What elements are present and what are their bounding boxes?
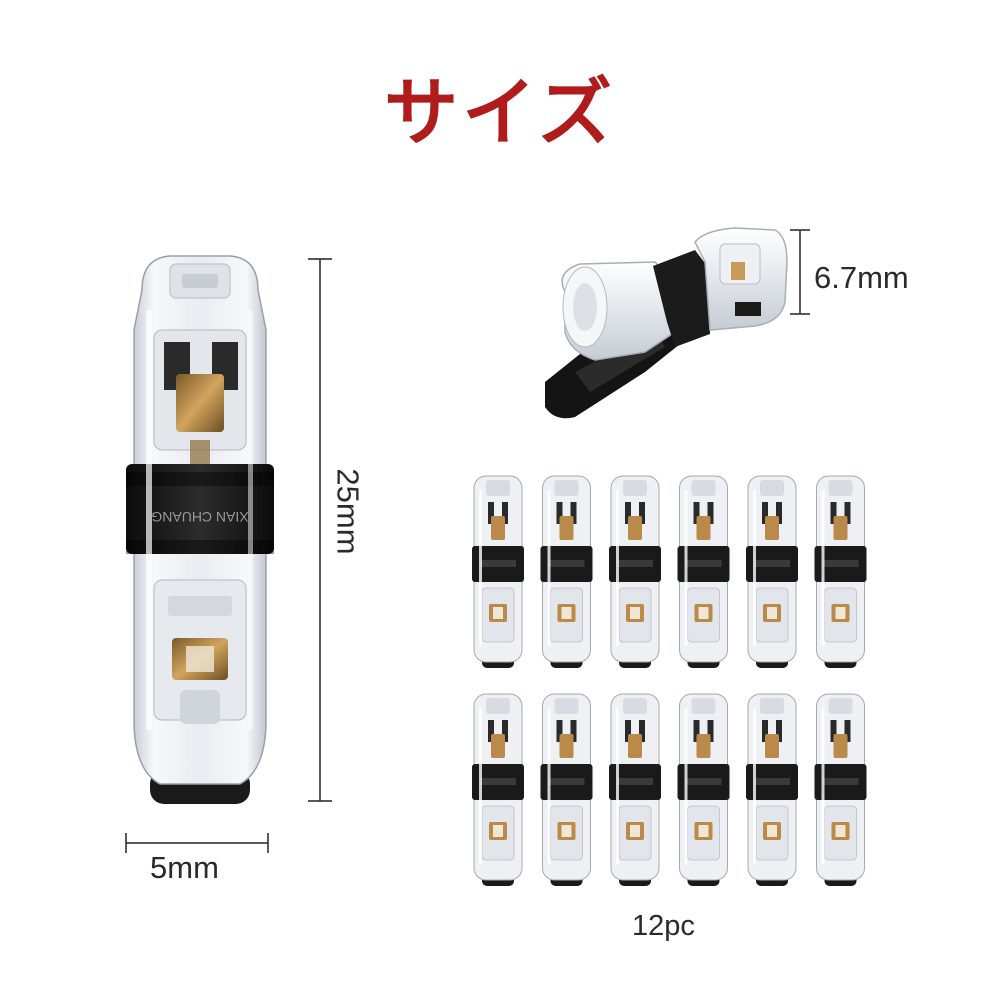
connector-thumbnail [540,475,593,668]
connector-front-view: XIAN CHUANG [126,255,274,804]
height-dimension-line [790,229,810,315]
connector-thumbnail [746,475,798,668]
connector-thumbnail [472,475,524,668]
connector-thumbnail [609,693,661,886]
connector-side-view [545,227,788,419]
connector-thumbnail [472,693,524,886]
connector-thumbnail [746,693,798,886]
connector-print-text: XIAN CHUANG [151,509,248,525]
quantity-label: 12pc [632,910,695,942]
length-dimension-line [308,258,332,802]
width-dimension-line [125,833,269,853]
page-title: サイズ [384,70,616,156]
connector-thumbnail [814,475,867,668]
connector-thumbnail [540,693,593,886]
connector-thumbnail [814,693,867,886]
connector-thumbnail [609,475,661,668]
connector-thumbnail [677,693,730,886]
width-label: 5mm [150,850,219,885]
connector-thumbnail [677,475,730,668]
connector-grid [472,475,867,886]
length-label: 25mm [330,468,366,555]
height-label: 6.7mm [814,260,909,295]
